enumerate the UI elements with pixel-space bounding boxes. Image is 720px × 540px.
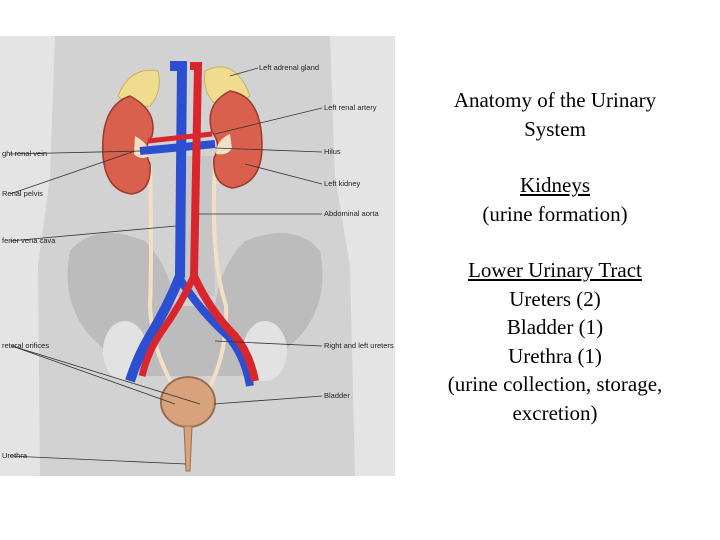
lower-description-line-2: excretion) — [410, 399, 700, 428]
label-hilus: Hilus — [324, 147, 341, 156]
label-abdominal-aorta: Abdominal aorta — [324, 209, 379, 218]
label-bladder: Bladder — [324, 391, 350, 400]
lower-description-line-1: (urine collection, storage, — [410, 370, 700, 399]
text-panel: Anatomy of the Urinary System Kidneys (u… — [410, 86, 700, 427]
label-renal-pelvis: Renal pelvis — [2, 189, 43, 198]
urethra-item: Urethra (1) — [410, 342, 700, 371]
label-inferior-vena-cava: ferior vena cava — [2, 236, 56, 245]
title-line-2: System — [410, 115, 700, 144]
anatomy-svg: Left adrenal gland Left renal artery ght… — [0, 36, 395, 476]
kidneys-heading: Kidneys — [410, 171, 700, 200]
label-urethra: Urethra — [2, 451, 28, 460]
label-right-renal-vein: ght renal vein — [2, 149, 47, 158]
urinary-system-illustration: Left adrenal gland Left renal artery ght… — [0, 36, 395, 476]
label-left-renal-artery: Left renal artery — [324, 103, 377, 112]
label-ureteral-orifices: reteral orifices — [2, 341, 49, 350]
kidneys-description: (urine formation) — [410, 200, 700, 229]
label-left-adrenal-gland: Left adrenal gland — [259, 63, 319, 72]
ureters-item: Ureters (2) — [410, 285, 700, 314]
label-right-left-ureters: Right and left ureters — [324, 341, 394, 350]
title-line-1: Anatomy of the Urinary — [410, 86, 700, 115]
label-left-kidney: Left kidney — [324, 179, 361, 188]
bladder-item: Bladder (1) — [410, 313, 700, 342]
lower-urinary-tract-heading: Lower Urinary Tract — [410, 256, 700, 285]
